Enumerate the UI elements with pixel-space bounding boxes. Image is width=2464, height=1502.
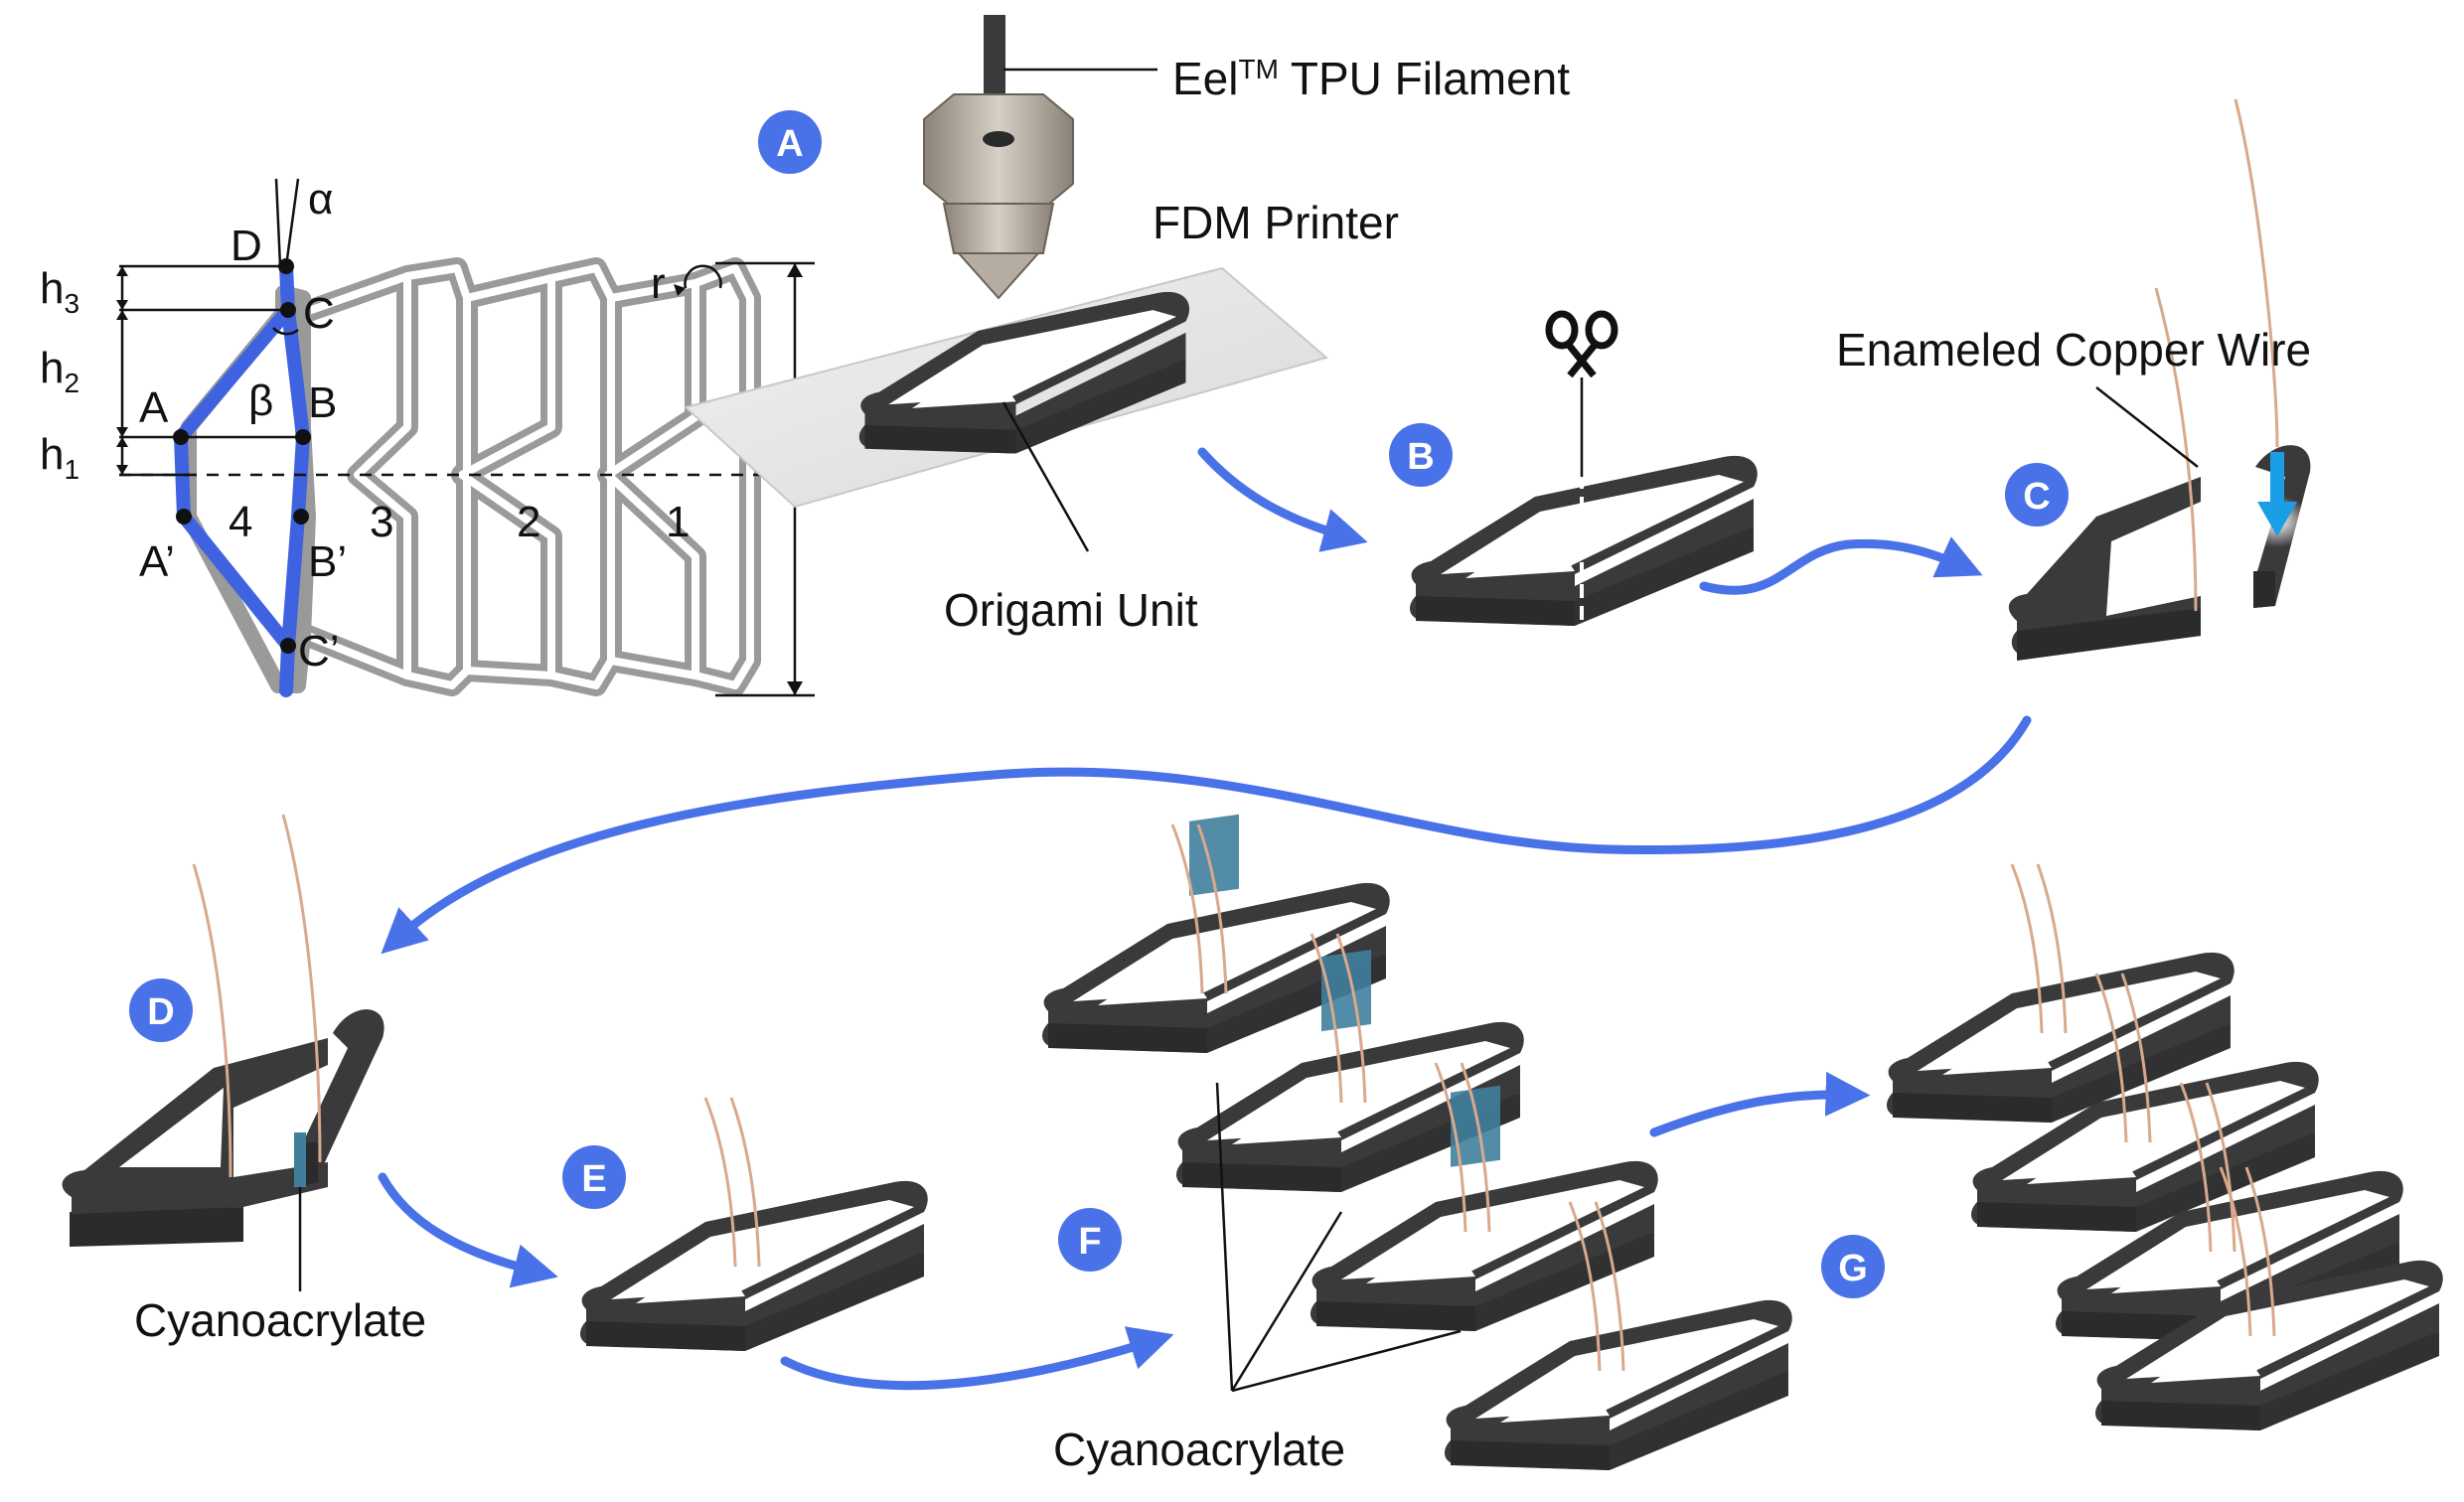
step-d-glue: Cyanoacrylate <box>62 814 426 1346</box>
arrow-d-to-e <box>378 1172 558 1288</box>
step-d-badge: D <box>129 978 193 1042</box>
printer-label: FDM Printer <box>1153 197 1399 248</box>
blue-left-edge <box>174 305 294 651</box>
segment-4-label: 4 <box>229 498 252 546</box>
point-c-prime-label: C’ <box>298 627 340 676</box>
h3-label: h3 <box>40 264 79 319</box>
svg-text:E: E <box>581 1158 606 1200</box>
cyanoacrylate-d-label: Cyanoacrylate <box>134 1294 426 1346</box>
beta-label: β <box>248 376 273 425</box>
step-g-badge: G <box>1821 1235 1885 1298</box>
nozzle-tip <box>956 252 1041 300</box>
svg-text:B: B <box>1407 436 1434 478</box>
vertex-points <box>173 258 311 654</box>
alpha-label: α <box>308 175 333 224</box>
point-a-label: A <box>139 383 169 432</box>
point-c-label: C <box>303 289 335 338</box>
geometry-diagram: α D C β B A A’ B’ C’ h3 h2 h1 r w 4 3 2 … <box>40 175 835 697</box>
svg-text:C: C <box>2023 476 2050 518</box>
point-a-prime-label: A’ <box>139 537 175 586</box>
svg-text:D: D <box>147 991 174 1033</box>
point-d-label: D <box>231 222 262 270</box>
step-b-cut <box>1410 310 1758 626</box>
copper-wire-label: Enameled Copper Wire <box>1836 324 2311 376</box>
arrow-b-to-c <box>1699 536 1983 595</box>
step-badges: A B C D E F G <box>129 110 2069 1298</box>
flow-arrows <box>378 447 2032 1391</box>
glue-patch-d <box>294 1132 306 1187</box>
step-b-badge: B <box>1389 423 1453 487</box>
nozzle-block <box>923 93 1074 210</box>
step-e-badge: E <box>562 1145 626 1209</box>
step-e-joined-unit <box>580 1096 928 1351</box>
segment-1-label: 1 <box>666 498 690 546</box>
scissors-icon <box>1545 310 1618 378</box>
step-g-assembled <box>1887 862 2443 1430</box>
arrow-e-to-f <box>780 1326 1174 1391</box>
unit-f4 <box>1445 1299 1792 1470</box>
step-f-badge: F <box>1058 1208 1122 1272</box>
step-c-insert-wire: Enameled Copper Wire <box>1836 98 2311 661</box>
h1-label: h1 <box>40 430 79 485</box>
cyanoacrylate-f-label: Cyanoacrylate <box>1053 1424 1345 1475</box>
unit-outlines <box>292 257 761 696</box>
arrow-c-to-d <box>381 715 2032 955</box>
point-b-label: B <box>308 378 337 427</box>
svg-text:G: G <box>1838 1248 1868 1289</box>
arrow-f-to-g <box>1649 1071 1871 1137</box>
filament-label: EelTM TPU Filament <box>1172 53 1570 104</box>
step-f-stacking: Cyanoacrylate <box>1042 814 1792 1475</box>
segment-2-label: 2 <box>517 498 540 546</box>
svg-text:A: A <box>776 123 803 165</box>
unit-f3 <box>1310 1160 1658 1331</box>
h2-label: h2 <box>40 344 79 398</box>
step-c-badge: C <box>2005 463 2069 526</box>
step-a-printing: EelTM TPU Filament FDM Printer Origami U… <box>683 15 1570 636</box>
point-b-prime-label: B’ <box>308 537 347 586</box>
arrow-a-to-b <box>1197 447 1368 552</box>
radius-label: r <box>651 259 666 308</box>
svg-text:F: F <box>1078 1221 1101 1263</box>
step-a-badge: A <box>758 110 822 174</box>
origami-unit-label: Origami Unit <box>944 584 1198 636</box>
insert-arrow-icon <box>2257 452 2297 536</box>
segment-3-label: 3 <box>370 498 393 546</box>
